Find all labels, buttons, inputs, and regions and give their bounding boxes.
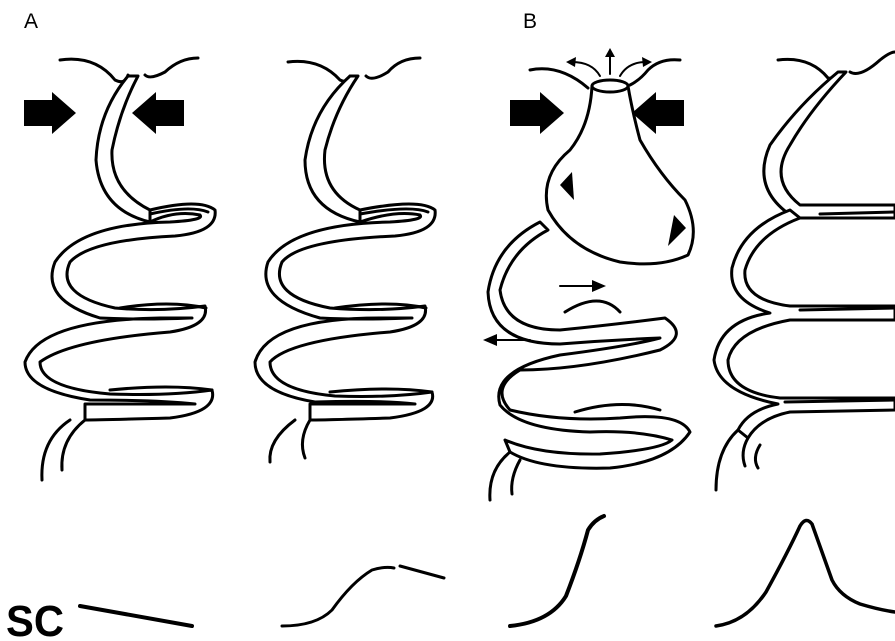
duct-opening [592, 80, 628, 92]
sc-trace-peak [716, 520, 895, 626]
coil-inner-edge [565, 301, 620, 312]
movement-arrowhead-icon [592, 280, 606, 292]
spiral-b-expelling [483, 48, 693, 500]
duct-tail [42, 420, 70, 480]
sc-trace-flat [80, 606, 192, 626]
skin-surface [850, 52, 895, 74]
sc-trace-slow-rise-tail [400, 566, 444, 578]
compression-arrow-left-icon [632, 92, 684, 134]
sc-trace-slow-rise [282, 567, 394, 626]
skin-surface [530, 69, 588, 88]
duct-coil [255, 204, 435, 420]
duct-neck [305, 76, 360, 222]
coil-inner-edge [330, 389, 432, 392]
spiral-a-compressed [24, 58, 215, 480]
duct-tail [512, 460, 520, 494]
skin-surface [288, 61, 350, 81]
coil-inner-edge [820, 212, 895, 214]
panel-label-a: A [24, 10, 38, 33]
skin-surface [145, 58, 198, 77]
duct-tail [490, 452, 510, 500]
duct-coil [714, 210, 895, 438]
duct-tail [743, 438, 748, 466]
duct-neck [96, 76, 150, 222]
coil-inner-edge [110, 387, 212, 390]
spiral-b-relaxed [714, 52, 895, 490]
duct-tail [302, 420, 310, 458]
movement-arrowhead-icon [483, 334, 497, 346]
trace-label-sc: SC [6, 597, 64, 641]
skin-surface [778, 59, 840, 78]
coil-inner-edge [785, 400, 895, 402]
skin-surface [366, 58, 420, 78]
duct-neck [764, 72, 895, 218]
compression-arrow-right-icon [24, 92, 76, 134]
duct-tail [755, 445, 760, 468]
expulsion-arrows-icon [566, 48, 652, 76]
duct-tail [270, 420, 295, 462]
panel-label-b: B [523, 10, 537, 33]
spiral-a-released [255, 58, 435, 462]
skin-surface [60, 59, 128, 81]
coil-inner-edge [575, 404, 660, 412]
sc-trace-steep-rise [510, 516, 604, 626]
compression-arrow-right-icon [510, 92, 564, 134]
compression-arrow-left-icon [132, 92, 184, 134]
duct-tail [62, 420, 85, 470]
duct-tail [716, 430, 738, 490]
coil-inner-edge [800, 308, 895, 310]
